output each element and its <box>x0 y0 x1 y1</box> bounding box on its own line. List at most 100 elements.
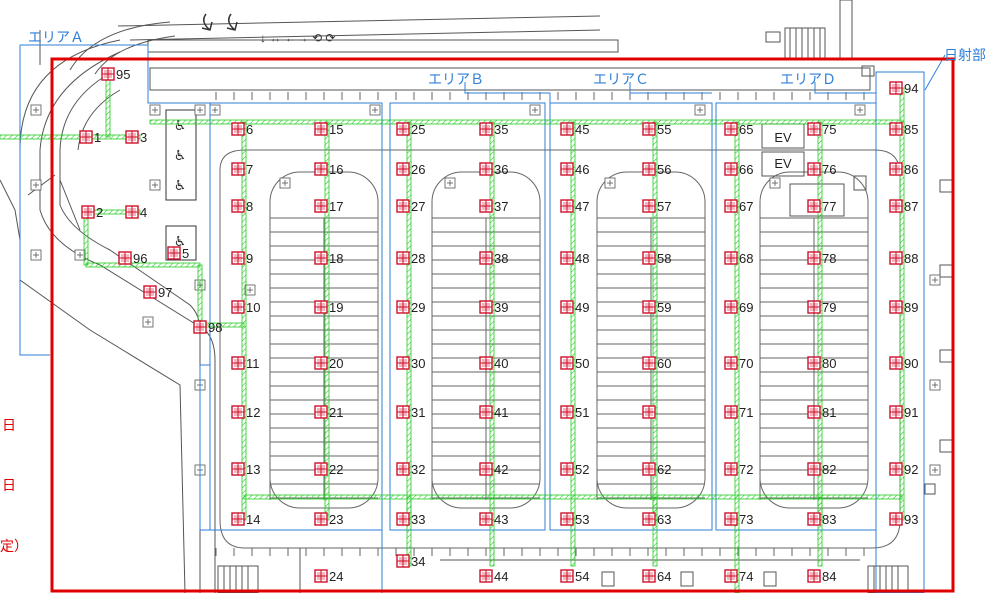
svg-text:↓ ↔ ←→ ⟲ ⟳: ↓ ↔ ←→ ⟲ ⟳ <box>260 31 335 45</box>
smoke-detector: 74 <box>724 569 753 584</box>
detector-number: 80 <box>822 356 836 371</box>
outlet-icon <box>769 177 781 189</box>
detector-number: 55 <box>657 122 671 137</box>
smoke-detector: 4 <box>125 205 147 220</box>
outlet-icon <box>244 284 256 296</box>
detector-number: 85 <box>904 122 918 137</box>
accessible-parking: ♿ ♿ ♿ ♿ <box>165 109 197 261</box>
smoke-detector: 41 <box>479 405 508 420</box>
smoke-detector: 9 <box>231 251 253 266</box>
smoke-detector: 82 <box>807 462 836 477</box>
smoke-detector: 73 <box>724 512 753 527</box>
detector-number: 21 <box>329 405 343 420</box>
ramp-arrows: ↓ ↔ ←→ ⟲ ⟳ <box>201 13 335 45</box>
detector-number: 51 <box>575 405 589 420</box>
smoke-detector: 90 <box>889 356 918 371</box>
smoke-detector: 67 <box>724 199 753 214</box>
cable-segment <box>817 121 823 521</box>
detector-number: 43 <box>494 512 508 527</box>
svg-text:♿: ♿ <box>174 233 187 249</box>
detector-number: 95 <box>116 67 130 82</box>
smoke-detector: 95 <box>101 67 130 82</box>
smoke-detector: 29 <box>396 300 425 315</box>
smoke-detector: 68 <box>724 251 753 266</box>
smoke-detector: 31 <box>396 405 425 420</box>
smoke-detector: 43 <box>479 512 508 527</box>
detector-number: 42 <box>494 462 508 477</box>
smoke-detector: 10 <box>231 300 260 315</box>
detector-number: 63 <box>657 512 671 527</box>
smoke-detector: 87 <box>889 199 918 214</box>
detector-number: 92 <box>904 462 918 477</box>
smoke-detector: 8 <box>231 199 253 214</box>
smoke-detector: 47 <box>560 199 589 214</box>
svg-text:♿: ♿ <box>174 117 187 133</box>
smoke-detector: 62 <box>642 462 671 477</box>
outlet-icon <box>142 316 154 328</box>
smoke-detector: 77 <box>807 199 836 214</box>
detector-number: 18 <box>329 251 343 266</box>
detector-number: 81 <box>822 405 836 420</box>
smoke-detector: 45 <box>560 122 589 137</box>
smoke-detector: 64 <box>642 569 671 584</box>
cable-segment <box>570 121 576 521</box>
detector-number: 98 <box>208 320 222 335</box>
detector-number: 29 <box>411 300 425 315</box>
detector-number: 24 <box>329 569 343 584</box>
smoke-detector: 35 <box>479 122 508 137</box>
smoke-detector: 2 <box>81 205 103 220</box>
smoke-detector: 66 <box>724 162 753 177</box>
outlet-icon <box>529 104 541 116</box>
detector-number: 38 <box>494 251 508 266</box>
detector-number: 66 <box>739 162 753 177</box>
cable-segment <box>105 73 111 138</box>
smoke-detector: 34 <box>396 554 425 569</box>
smoke-detector: 75 <box>807 122 836 137</box>
svg-text:♿: ♿ <box>174 147 187 163</box>
detector-number: 77 <box>822 199 836 214</box>
detector-number: 49 <box>575 300 589 315</box>
detector-number: 9 <box>246 251 253 266</box>
detector-number: 28 <box>411 251 425 266</box>
detector-number: 70 <box>739 356 753 371</box>
detector-number: 19 <box>329 300 343 315</box>
smoke-detector: 96 <box>118 251 147 266</box>
smoke-detector: 84 <box>807 569 836 584</box>
outlet-icon <box>604 177 616 189</box>
smoke-detector: 46 <box>560 162 589 177</box>
smoke-detector: 80 <box>807 356 836 371</box>
smoke-detector: 32 <box>396 462 425 477</box>
cable-segment <box>324 121 330 521</box>
bottom-stairs <box>217 548 909 593</box>
detector-number: 91 <box>904 405 918 420</box>
smoke-detector: 69 <box>724 300 753 315</box>
area-label-sun: 日射部 <box>944 47 986 63</box>
smoke-detector: 16 <box>314 162 343 177</box>
smoke-detector: 65 <box>724 122 753 137</box>
smoke-detector <box>642 405 656 419</box>
detector-number: 39 <box>494 300 508 315</box>
detector-number: 32 <box>411 462 425 477</box>
smoke-detector: 14 <box>231 512 260 527</box>
detector-number: 71 <box>739 405 753 420</box>
detector-number: 88 <box>904 251 918 266</box>
detector-number: 4 <box>140 205 147 220</box>
smoke-detector: 52 <box>560 462 589 477</box>
detector-number: 12 <box>246 405 260 420</box>
outlet-icon <box>369 104 381 116</box>
detector-number: 79 <box>822 300 836 315</box>
smoke-detector: 22 <box>314 462 343 477</box>
smoke-detector: 91 <box>889 405 918 420</box>
smoke-detector: 38 <box>479 251 508 266</box>
smoke-detector: 15 <box>314 122 343 137</box>
smoke-detector: 71 <box>724 405 753 420</box>
smoke-detector: 88 <box>889 251 918 266</box>
boundary-outline <box>50 57 955 593</box>
detector-number: 40 <box>494 356 508 371</box>
smoke-detector: 3 <box>125 130 147 145</box>
smoke-detector: 23 <box>314 512 343 527</box>
detector-number: 34 <box>411 554 425 569</box>
smoke-detector: 30 <box>396 356 425 371</box>
area-label-b: エリアＢ <box>428 71 484 87</box>
detector-number: 65 <box>739 122 753 137</box>
